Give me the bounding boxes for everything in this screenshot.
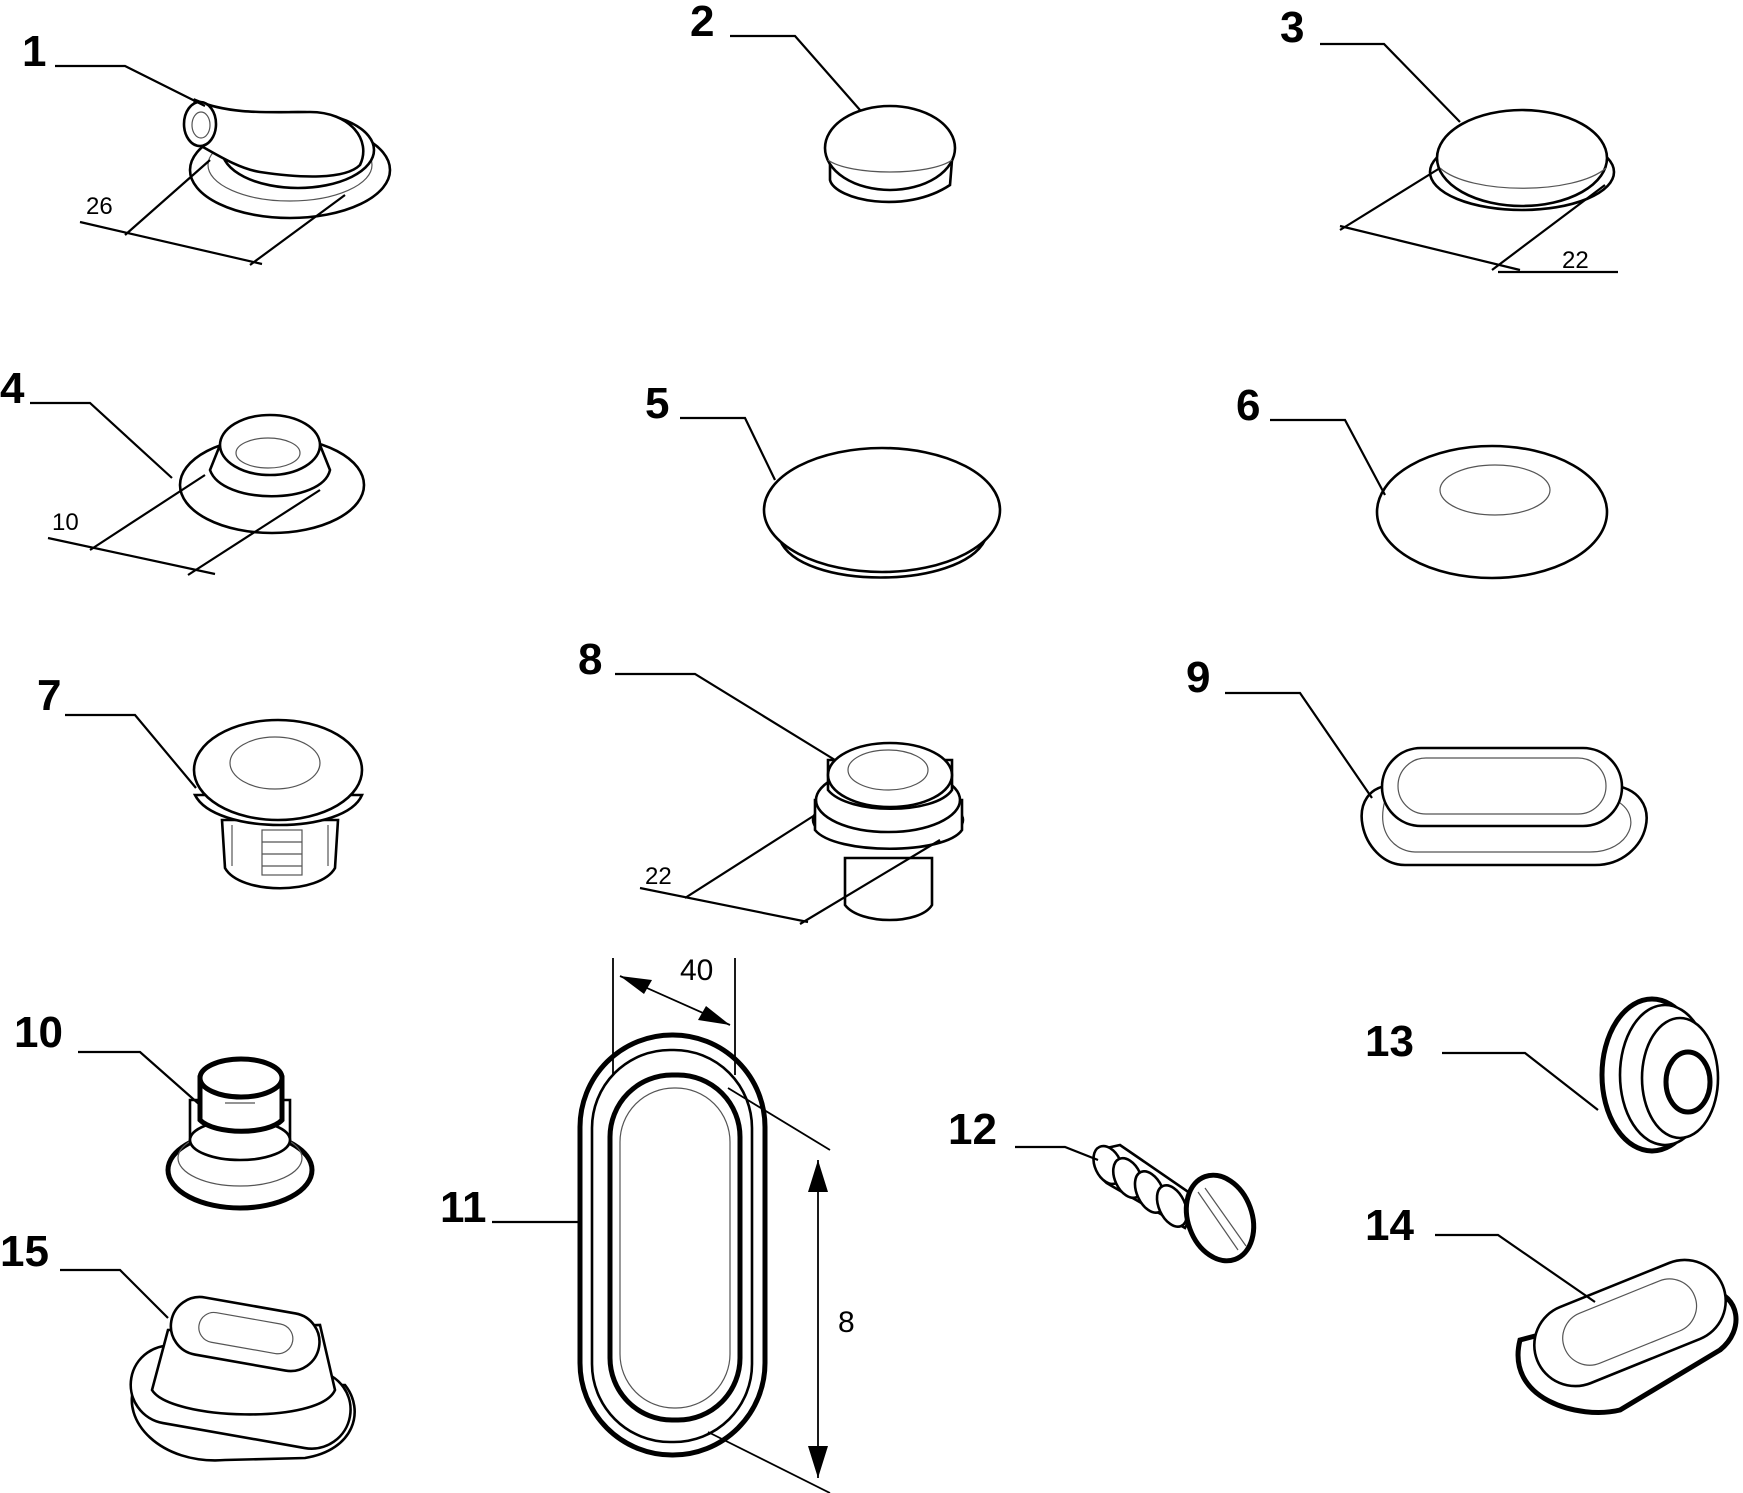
part-6-number: 6: [1236, 381, 1260, 430]
part-10-number: 10: [14, 1008, 63, 1057]
part-1-number: 1: [22, 27, 46, 76]
part-9-number: 9: [1186, 653, 1210, 702]
part-3-flat-plug: [1428, 108, 1616, 212]
part-14-callout: 14: [1365, 1201, 1596, 1303]
part-2-number: 2: [690, 0, 714, 46]
part-15-oval-stepped-plug: [129, 1295, 356, 1462]
part-11-dimension-width: 40: [680, 954, 713, 987]
part-12-callout: 12: [948, 1105, 1099, 1162]
part-11-dimension-height: 8: [838, 1306, 855, 1339]
part-4-number: 4: [0, 364, 25, 413]
part-2-cap: [823, 104, 957, 204]
part-2-callout: 2: [690, 0, 861, 111]
part-8-stepped-plug: [811, 741, 965, 922]
part-6-callout: 6: [1236, 381, 1386, 496]
part-7-callout: 7: [37, 671, 197, 789]
part-4-dimension: 10: [52, 509, 79, 536]
part-8-number: 8: [578, 635, 602, 684]
part-4-raised-grommet: [178, 413, 366, 535]
part-15-number: 15: [0, 1227, 49, 1276]
part-8-dimension: 22: [645, 863, 672, 890]
part-11-large-oval-grommet: [577, 1032, 768, 1458]
part-3-callout: 3 22: [1280, 3, 1618, 274]
part-6-shallow-dome: [1375, 444, 1609, 580]
part-9-oval-grommet: [1360, 746, 1648, 867]
part-5-callout: 5: [645, 379, 776, 481]
part-14-number: 14: [1365, 1201, 1414, 1250]
part-8-callout: 8 22: [578, 635, 941, 925]
part-1-grommet-with-tube: [182, 98, 392, 220]
part-12-screw: [1092, 1143, 1257, 1264]
part-7-number: 7: [37, 671, 61, 720]
part-10-callout: 10: [14, 1008, 201, 1106]
part-14-oval-cap: [1515, 1258, 1739, 1415]
part-7-mushroom-clip: [192, 718, 364, 890]
part-4-callout: 4 10: [0, 364, 321, 576]
part-13-side-grommet: [1599, 996, 1720, 1154]
part-12-number: 12: [948, 1105, 997, 1154]
part-1-dimension: 26: [86, 193, 113, 220]
part-3-dimension: 22: [1562, 247, 1589, 274]
part-9-callout: 9: [1186, 653, 1373, 799]
part-15-callout: 15: [0, 1227, 169, 1319]
part-11-callout: 11 40 8: [440, 954, 855, 1493]
part-3-number: 3: [1280, 3, 1304, 52]
part-1-callout: 1 26: [22, 27, 346, 266]
part-13-number: 13: [1365, 1017, 1414, 1066]
part-13-callout: 13: [1365, 1017, 1599, 1111]
part-5-number: 5: [645, 379, 669, 428]
part-11-number: 11: [440, 1183, 487, 1232]
part-5-dome-cap: [762, 446, 1002, 579]
part-10-stepped-bung: [165, 1056, 315, 1211]
